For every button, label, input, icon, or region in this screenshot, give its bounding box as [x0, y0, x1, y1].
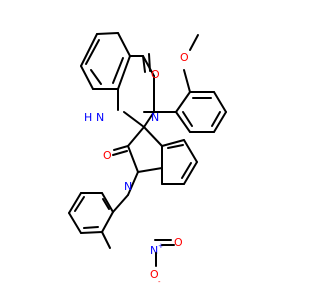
bond — [112, 194, 129, 213]
bond — [142, 55, 146, 73]
bond — [175, 111, 191, 133]
atom-label-o: O — [151, 68, 160, 81]
bond — [101, 211, 114, 233]
bond — [68, 212, 82, 234]
bond — [127, 171, 139, 196]
bond — [211, 111, 221, 127]
bond — [85, 39, 100, 65]
bond — [148, 53, 151, 72]
bond — [181, 162, 192, 179]
bond — [183, 139, 198, 163]
atom-charge-plus: + — [158, 242, 164, 250]
bond — [90, 69, 102, 85]
bond — [143, 111, 155, 128]
chemical-structure: O O H N N O N N + O O - — [68, 32, 227, 286]
bond — [161, 139, 185, 147]
bond — [68, 192, 82, 214]
bond — [182, 111, 193, 127]
atom-label-n: N — [150, 244, 158, 257]
atom-charge-minus: - — [158, 278, 161, 286]
bond — [80, 33, 98, 67]
bond — [189, 34, 199, 51]
bond — [167, 144, 184, 149]
bond — [123, 111, 145, 128]
bond — [80, 65, 94, 90]
bond — [213, 91, 227, 113]
bond — [127, 126, 145, 147]
bond — [102, 198, 110, 210]
atom-label-o: O — [174, 236, 183, 249]
nitro-group — [154, 239, 175, 267]
bond — [142, 55, 155, 77]
bond — [74, 196, 85, 212]
bond — [101, 192, 114, 213]
bonds — [68, 32, 227, 249]
bond — [183, 161, 198, 185]
bond — [213, 111, 227, 133]
bond — [117, 32, 131, 57]
atom-label-o: O — [103, 149, 112, 162]
atom-label-o: O — [150, 268, 159, 281]
atom-labels: O O H N N O N N + O O - — [84, 51, 189, 286]
bond — [137, 167, 163, 173]
bond — [80, 231, 103, 234]
atom-label-o: O — [180, 51, 189, 64]
bond — [143, 126, 163, 147]
bond — [96, 32, 119, 35]
atom-label-n: N — [124, 180, 132, 193]
bond — [101, 231, 111, 249]
bond — [175, 91, 191, 113]
bond — [127, 145, 139, 173]
bond — [113, 145, 129, 151]
atom-label-n: N — [96, 111, 104, 124]
bond — [112, 57, 124, 84]
atom-label-h: H — [84, 111, 92, 124]
bond — [183, 69, 191, 93]
bond — [83, 226, 99, 229]
atom-label-n: N — [151, 111, 159, 124]
bond — [117, 55, 131, 90]
bond — [112, 150, 128, 156]
